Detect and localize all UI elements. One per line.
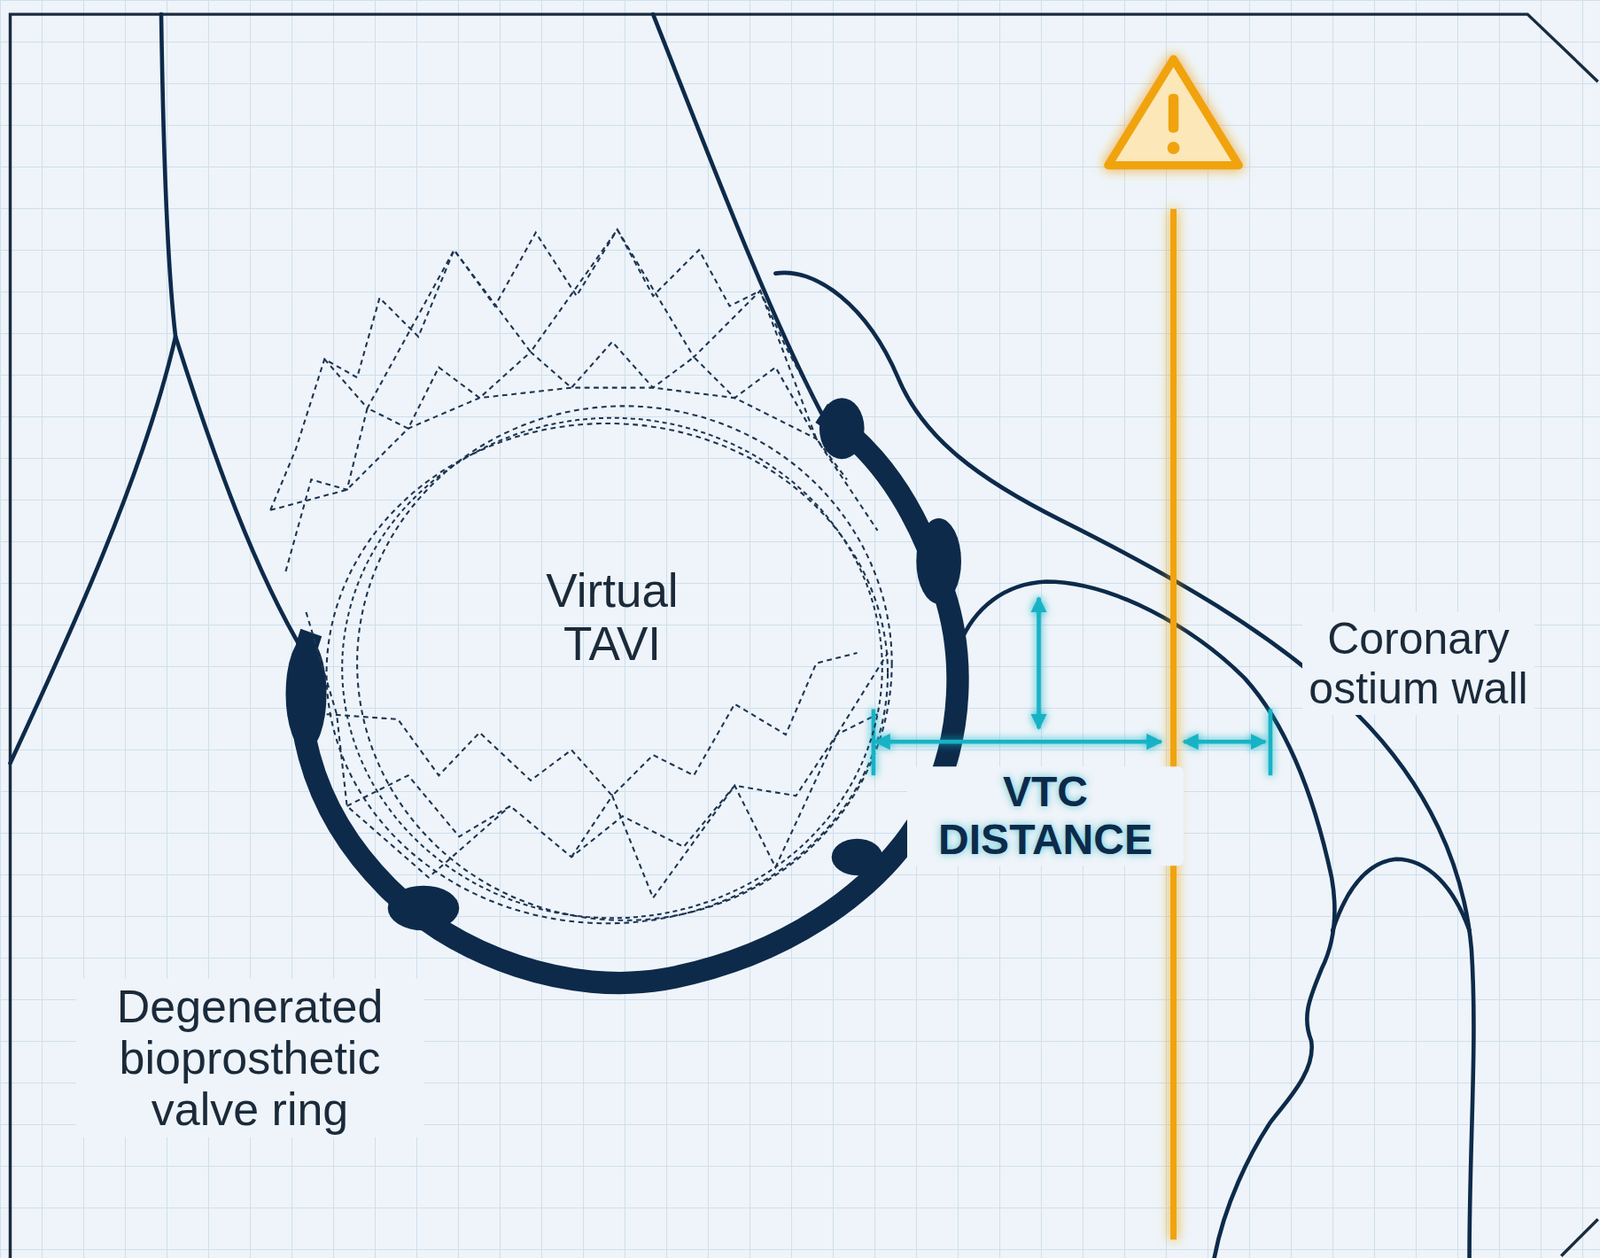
warning-marker xyxy=(1108,59,1239,1240)
frame xyxy=(1561,1219,1598,1256)
vtc-measurement xyxy=(873,598,1271,776)
stent-frame xyxy=(270,229,892,924)
aortic-wall xyxy=(10,14,1475,1258)
stent-circle: Virtual TAVI xyxy=(336,412,888,924)
part-label: Degenerated bioprosthetic valve ring xyxy=(76,978,424,1138)
dimension-label: VTC DISTANCE xyxy=(907,766,1184,866)
valve-ring xyxy=(286,397,962,983)
frame xyxy=(10,14,1599,1258)
node-label: Virtual TAVI xyxy=(504,562,720,672)
part-label: Coronary ostium wall xyxy=(1302,612,1535,715)
